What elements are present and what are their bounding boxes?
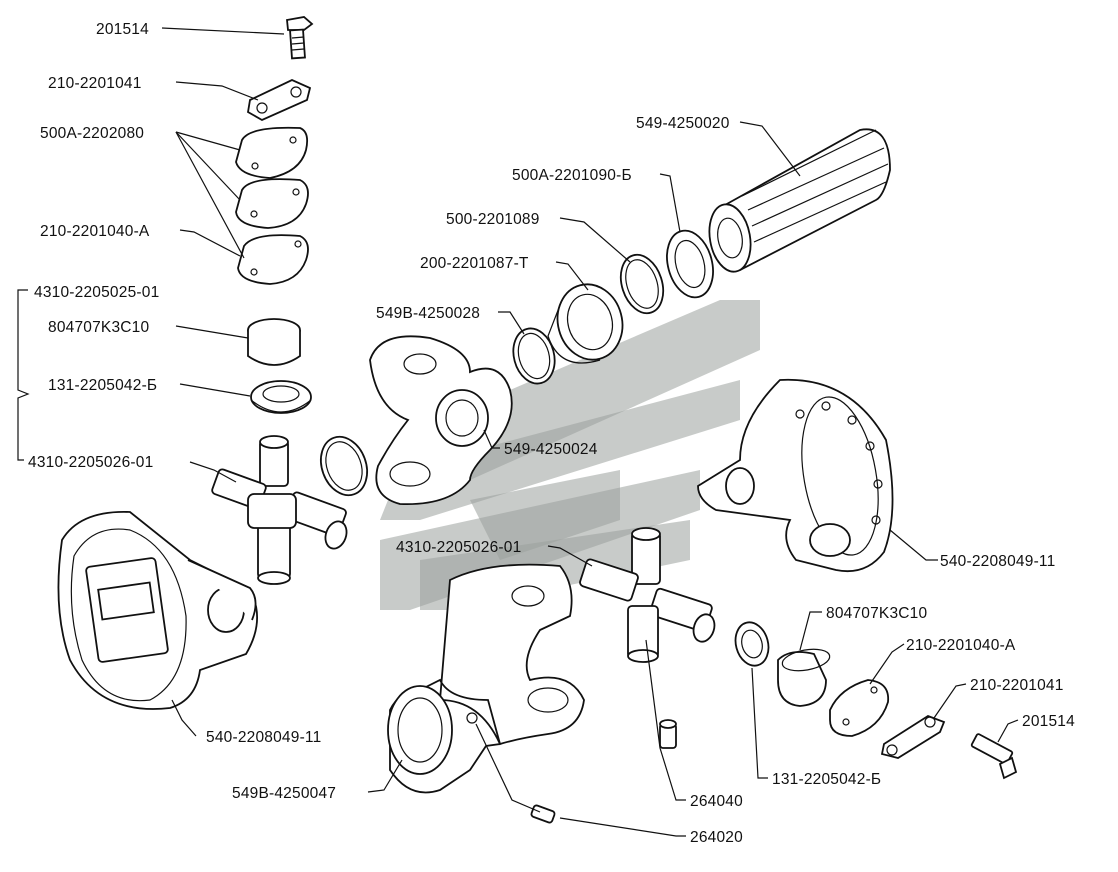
- left-cup-part: [247, 318, 301, 366]
- label-right-cover: 210-2201040-A: [906, 637, 1016, 654]
- right-cup-part: [777, 648, 831, 707]
- right-cross-part: [579, 527, 716, 663]
- label-yoke-top: 549-4250024: [504, 441, 598, 458]
- label-right-bolt: 201514: [1022, 713, 1075, 730]
- label-left-cross: 4310-2205026-01: [28, 454, 153, 471]
- label-grease-2: 264020: [690, 829, 743, 846]
- label-yoke-bottom: 549B-4250047: [232, 785, 336, 802]
- label-flange-right: 540-2208049-11: [940, 553, 1055, 570]
- leader-lines: [17, 27, 1019, 837]
- grease-fitting-1-part: [659, 719, 677, 749]
- splined-shaft-part: [708, 128, 891, 273]
- label-shaft: 549-4250020: [636, 115, 730, 132]
- label-grease-1: 264040: [690, 793, 743, 810]
- bottom-yoke-part: [387, 563, 585, 794]
- label-right-cup: 804707K3C10: [826, 605, 927, 622]
- snap-ring-2-part: [512, 327, 556, 385]
- bushing-part: [547, 283, 624, 364]
- label-left-cup: 804707K3C10: [48, 319, 149, 336]
- label-right-lockplate: 210-2201041: [970, 677, 1064, 694]
- label-left-seal: 131-2205042-Б: [48, 377, 157, 394]
- label-bushing: 200-2201087-T: [420, 255, 529, 272]
- grease-fitting-2-part: [530, 804, 556, 824]
- left-cross-part: [211, 435, 348, 585]
- label-snap-ring-1: 500-2201089: [446, 211, 540, 228]
- label-left-bracket-group: 4310-2205025-01: [34, 284, 159, 301]
- top-lockplate-part: [247, 79, 312, 122]
- right-seal-part: [734, 621, 770, 667]
- ring-seal-part: [666, 229, 714, 299]
- left-snap-ring-part: [320, 435, 368, 497]
- label-right-cross: 4310-2205026-01: [396, 539, 521, 556]
- right-bolt-part: [970, 733, 1018, 780]
- label-snap-ring-2: 549B-4250028: [376, 305, 480, 322]
- label-top-bolt: 201514: [96, 21, 149, 38]
- label-right-seal: 131-2205042-Б: [772, 771, 881, 788]
- left-seal-part: [250, 380, 312, 414]
- right-flange-part: [697, 378, 894, 573]
- label-top-shims: 500A-2202080: [40, 125, 144, 142]
- label-top-lockplate: 210-2201041: [48, 75, 142, 92]
- label-ring-seal: 500A-2201090-Б: [512, 167, 632, 184]
- top-yoke-part: [369, 335, 513, 505]
- label-flange-left: 540-2208049-11: [206, 729, 321, 746]
- label-top-cover: 210-2201040-A: [40, 223, 150, 240]
- right-lockplate-part: [880, 714, 946, 759]
- top-cover-part: [237, 234, 309, 285]
- left-flange-part: [57, 511, 259, 710]
- labels: 201514 210-2201041 500A-2202080 210-2201…: [28, 21, 1075, 846]
- snap-ring-1-part: [619, 253, 665, 315]
- top-bolt-part: [286, 16, 314, 60]
- top-shims-part: [235, 126, 309, 229]
- right-cover-part: [829, 679, 890, 737]
